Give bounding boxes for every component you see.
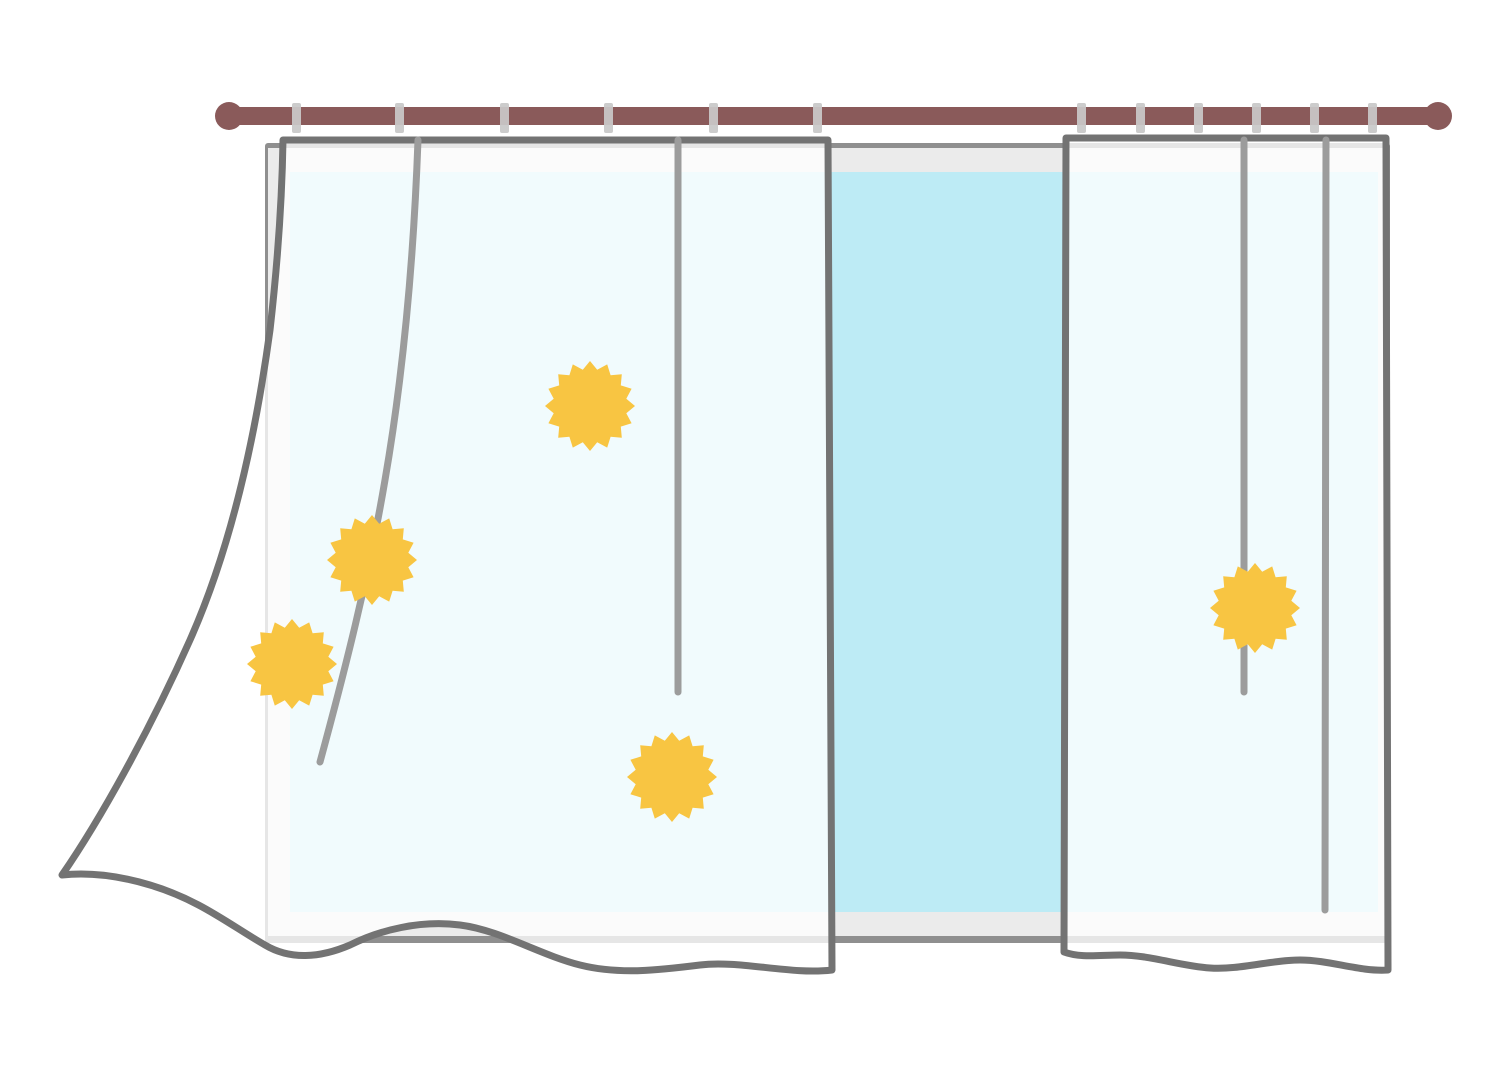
curtain-left-fold-1 <box>316 136 422 766</box>
curtain-ring-front <box>1368 107 1377 125</box>
curtain-ring-front <box>1136 107 1145 125</box>
pollen-particle-icon <box>627 732 717 822</box>
curtain-ring-front <box>604 107 613 125</box>
curtain-rod-bar <box>226 107 1438 125</box>
curtain-ring-front <box>1252 107 1261 125</box>
curtain-ring-front <box>1310 107 1319 125</box>
curtain-ring-front <box>292 107 301 125</box>
pollen-particle-icon <box>1210 563 1300 653</box>
curtain-ring-front <box>395 107 404 125</box>
curtain-ring-front <box>1194 107 1203 125</box>
curtain-right-outline <box>1060 134 1392 974</box>
curtain-ring-front <box>813 107 822 125</box>
pollen-particle-icon <box>545 361 635 451</box>
curtain-ring-front <box>709 107 718 125</box>
curtain-ring-front <box>1077 107 1086 125</box>
sheer-curtain-right-icon <box>1060 134 1392 974</box>
curtain-right-fill <box>1064 138 1388 971</box>
curtain-ring-front <box>500 107 509 125</box>
curtain-left-outline <box>58 136 836 975</box>
curtain-right-fold-2 <box>1321 136 1330 914</box>
rod-finial-left <box>215 102 243 130</box>
curtain-rod-icon <box>215 102 1452 133</box>
pollen-particles <box>247 361 1300 822</box>
rod-finial-right <box>1424 102 1452 130</box>
pollen-particle-icon <box>327 515 417 605</box>
pollen-particle-icon <box>247 619 337 709</box>
